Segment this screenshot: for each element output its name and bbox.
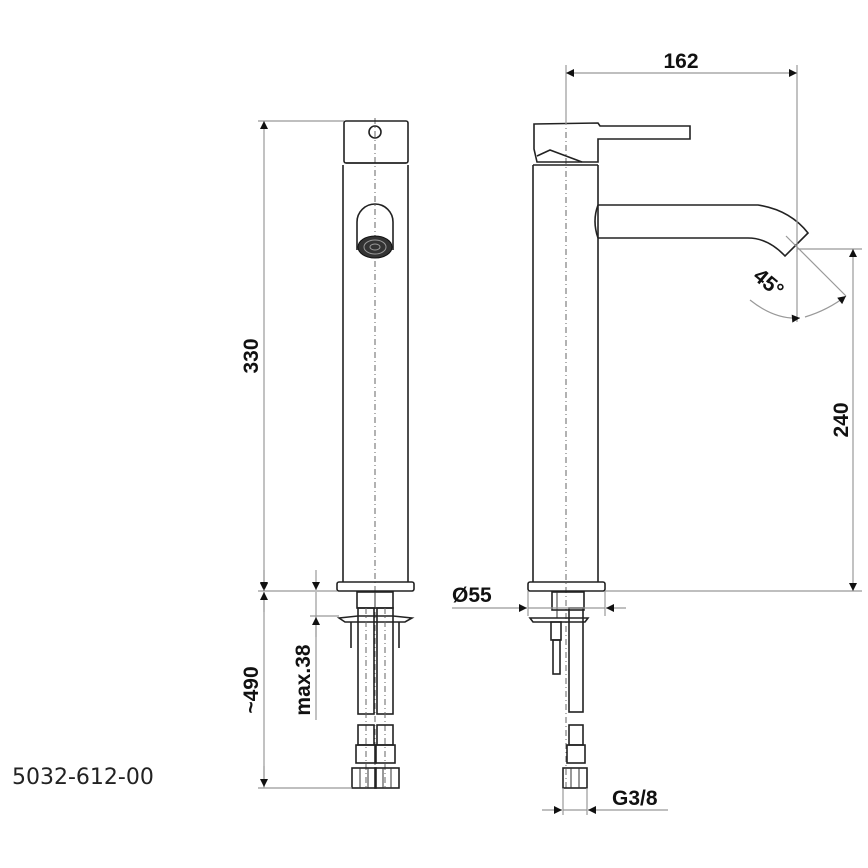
dimension-thread-label: G3/8	[612, 787, 658, 810]
dimension-240: 240	[605, 248, 862, 592]
dimension-490-label: ~490	[240, 666, 263, 713]
dimension-162: 162	[565, 50, 798, 252]
dimension-490: ~490	[240, 570, 352, 789]
dimension-240-label: 240	[830, 402, 853, 437]
dimension-162-label: 162	[663, 50, 698, 73]
front-view	[336, 118, 415, 790]
dimension-330-label: 330	[240, 338, 263, 373]
dimension-diameter-label: Ø55	[452, 584, 492, 607]
side-view	[527, 80, 810, 790]
dimension-max38: max.38	[292, 570, 339, 720]
dimension-thread-g38: G3/8	[542, 787, 668, 815]
dimension-diameter-55: Ø55	[452, 584, 626, 616]
dimension-max38-label: max.38	[292, 644, 315, 716]
dimension-330: 330	[240, 120, 344, 592]
dimension-angle-label: 45°	[749, 264, 788, 302]
product-code: 5032-612-00	[12, 765, 154, 790]
